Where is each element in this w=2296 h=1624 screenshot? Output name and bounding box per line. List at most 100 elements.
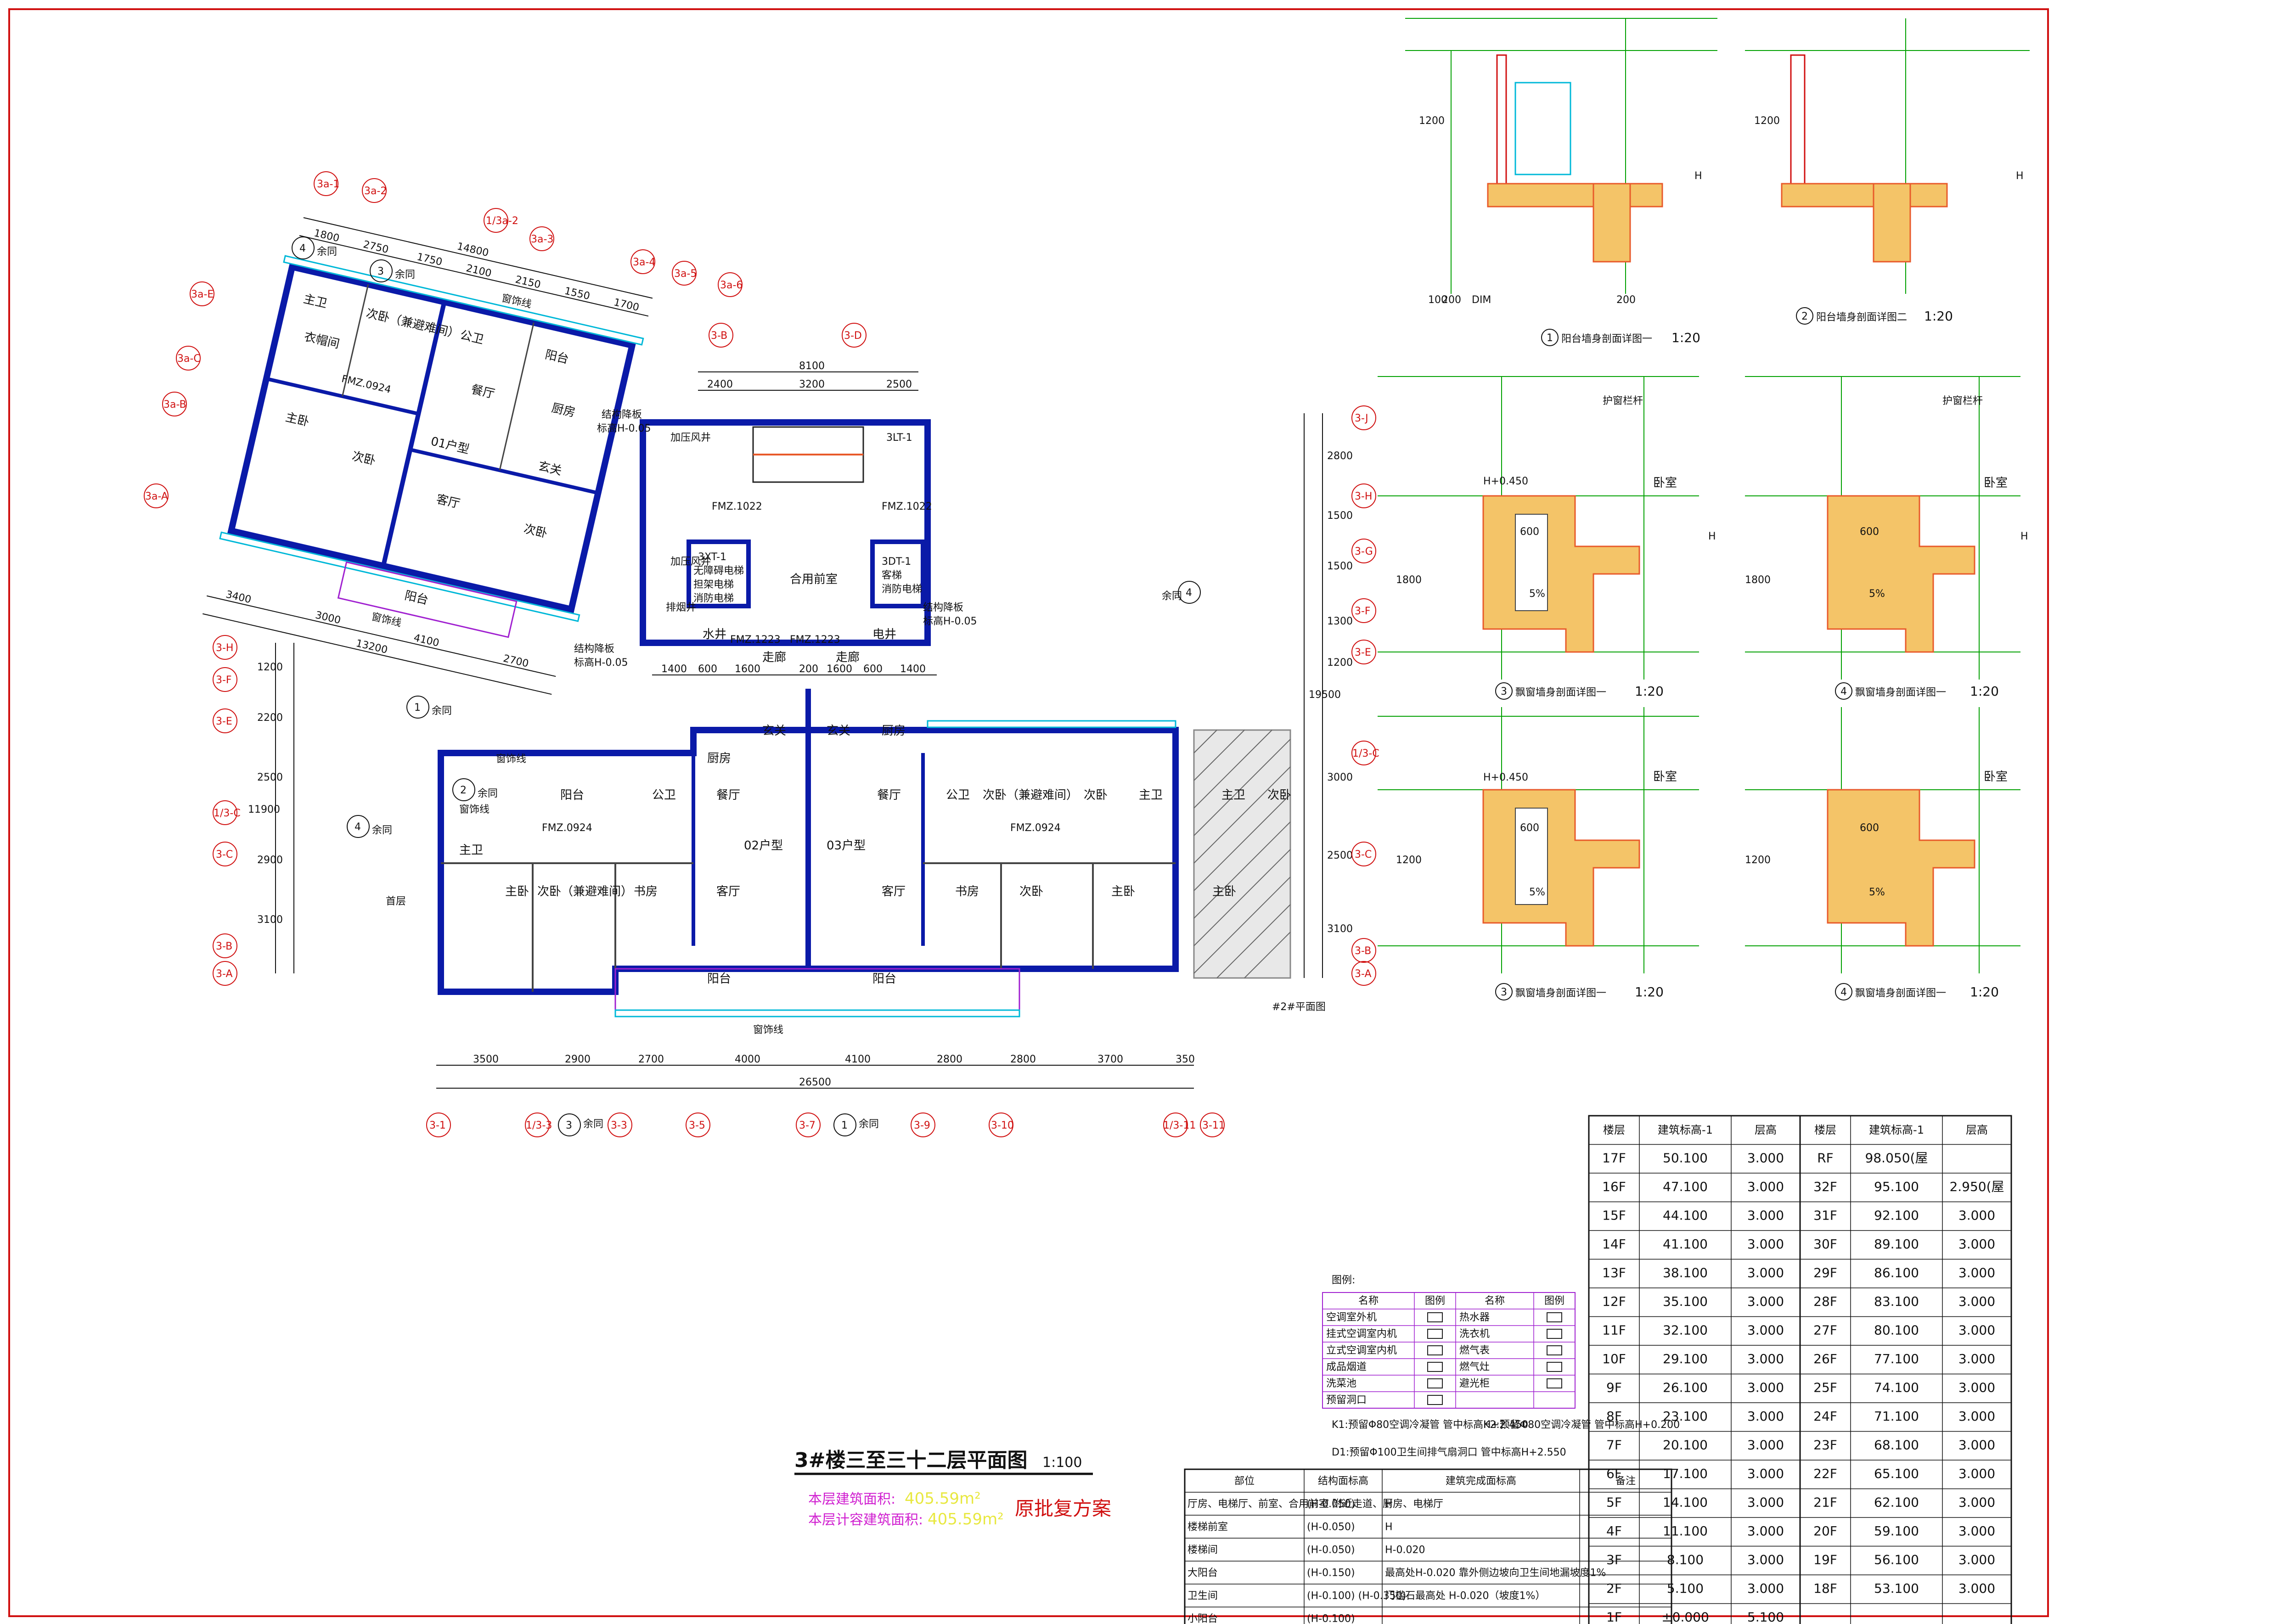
detail-title: 阳台墙身剖面详图二 (1816, 312, 1907, 323)
axis-bubbles-left: 3-H 3-F 3-E 1/3-C 3-C 3-B 3-A (213, 635, 241, 986)
axis-bubble (525, 1113, 550, 1137)
elev-table-cell: 大阳台 (1187, 1568, 1218, 1579)
level-table-header: 建筑标高-1 (1869, 1124, 1924, 1136)
section-marker (1178, 581, 1201, 604)
dim-seg: 1400 (661, 663, 687, 675)
room-label: 电井 (872, 628, 896, 641)
level-table-cell: 92.100 (1874, 1208, 1919, 1223)
room-label: 次卧（兼避难间） (537, 885, 633, 899)
room-label: 次卧（兼避难间） (983, 788, 1078, 802)
detail-bay-window (1482, 495, 1640, 653)
level-table-cell: 3.000 (1747, 1466, 1784, 1481)
legend-symbol-icon (1427, 1312, 1443, 1322)
legend-item: 避光柜 (1459, 1378, 1490, 1389)
detail-scale: 1:20 (1970, 984, 1999, 1000)
level-table-cell: 3.000 (1958, 1581, 1995, 1596)
detail-num (1541, 329, 1559, 346)
axis-label: 3-F (1355, 606, 1371, 617)
elev-table-cell: H (1385, 1522, 1393, 1533)
detail-dim: 600 (1520, 822, 1539, 834)
level-table-cell: 3.000 (1958, 1380, 1995, 1395)
elev-table-header: 结构面标高 (1318, 1476, 1368, 1487)
level-table-cell: 3.000 (1958, 1523, 1995, 1539)
detail-title: 飘窗墙身剖面详图一 (1515, 988, 1606, 999)
axis-label: 3-A (216, 968, 233, 980)
section-num: 3 (566, 1120, 572, 1131)
axis-label: 3-10 (991, 1120, 1014, 1131)
detail-room: 卧室 (1653, 770, 1677, 784)
section-marker (558, 1113, 581, 1136)
adjacent-label: #2#平面图 (1272, 1001, 1326, 1013)
axis-bubble (1351, 539, 1376, 563)
detail-slab (1487, 183, 1663, 208)
detail-title: 飘窗墙身剖面详图一 (1855, 988, 1946, 999)
level-table-cell: 65.100 (1874, 1466, 1919, 1481)
axis-bubble (314, 171, 338, 196)
floor-plan: 主卫 次卧（兼避难间） 公卫 阳台 衣帽间 餐厅 厨房 主卧 次卧 玄关 客厅 … (144, 171, 1379, 1137)
detail-room: 卧室 (1984, 770, 2008, 784)
dim-seg: 2200 (257, 712, 283, 724)
axis-label: 3-F (216, 674, 232, 686)
axis-label: 3-E (216, 716, 232, 727)
area-label: 本层建筑面积: (808, 1491, 895, 1507)
room-label: 无障碍电梯 (693, 565, 744, 577)
dim-seg: 1500 (1327, 510, 1353, 522)
room-label: 玄关 (827, 724, 850, 738)
detail-num (1495, 682, 1513, 700)
dim-seg: 2400 (707, 379, 733, 390)
axis-bubble (213, 842, 237, 866)
note: 标高H-0.05 (574, 657, 628, 669)
dim-seg: 2500 (257, 772, 283, 783)
detail-title: 飘窗墙身剖面详图一 (1515, 687, 1606, 698)
detail-num (1495, 983, 1513, 1000)
level-table-cell: 17.100 (1663, 1466, 1708, 1481)
section-marker (833, 1113, 856, 1136)
room-label: 排烟井 (666, 602, 696, 613)
hatch-lines (1193, 730, 1291, 978)
dim-total: 8100 (799, 360, 825, 372)
legend-item: 空调室外机 (1326, 1312, 1377, 1323)
level-table-cell: 3F (1606, 1552, 1622, 1567)
detail-h: H (1694, 170, 1702, 182)
axis-bubble (1351, 938, 1376, 963)
axis-label: 3-E (1355, 647, 1371, 658)
axis-label: 3-11 (1202, 1120, 1225, 1131)
axis-label: 3-C (216, 849, 233, 860)
axis-bubbles-right: 3-J 3-H 3-G 3-F 3-E 1/3-C 3-C 3-B 3-A (1351, 405, 1379, 986)
axis-bubble (213, 708, 237, 733)
detail-dim: 1200 (1419, 115, 1445, 127)
level-table-cell: 4F (1606, 1523, 1622, 1539)
level-table-cell: 32F (1813, 1179, 1837, 1194)
level-table-cell: 31F (1813, 1208, 1837, 1223)
detail-scale: 1:20 (1635, 684, 1664, 699)
room-label: 餐厅 (877, 788, 901, 802)
level-table-cell: 3.000 (1958, 1409, 1995, 1424)
dim-total: 26500 (799, 1077, 831, 1088)
room-label: 主卧 (1111, 885, 1135, 899)
legend-item: 洗衣机 (1459, 1328, 1490, 1340)
calc-area-value: 405.59m² (928, 1510, 1004, 1528)
room-label: 阳台 (560, 788, 584, 802)
room-label: 合用前室 (790, 573, 838, 586)
elev-table-header: 建筑完成面标高 (1446, 1476, 1516, 1487)
room-label: 次卧 (523, 522, 549, 541)
detail-bay-window (1827, 789, 1975, 947)
level-table-cell: 20.100 (1663, 1437, 1708, 1452)
axis-bubble (1200, 1113, 1225, 1137)
room-label: 担架电梯 (693, 579, 734, 590)
elev-table-cell: 楼梯间 (1187, 1545, 1218, 1556)
corridor-dims: 1400 600 1600 200 1600 600 1400 走廊 走廊 (652, 651, 937, 675)
section-note: 余同 (478, 788, 498, 799)
level-table-header: 层高 (1755, 1124, 1777, 1136)
room-label: 厨房 (550, 401, 576, 420)
elev-table-cell: (H-0.050) (1307, 1499, 1355, 1510)
axis-label: 3-9 (914, 1120, 930, 1131)
level-table-cell: 3.000 (1747, 1208, 1784, 1223)
elev-table-cell: 厅房、电梯厅、前室、合用前室 附近走道、厨房、电梯厅 (1187, 1499, 1443, 1510)
section-marker (406, 696, 429, 719)
detail-slope: 5% (1869, 588, 1885, 600)
detail-wall (1790, 54, 1806, 194)
level-table-cell: 15F (1602, 1208, 1626, 1223)
detail-scale: 1:20 (1970, 684, 1999, 699)
level-table-cell: 74.100 (1874, 1380, 1919, 1395)
